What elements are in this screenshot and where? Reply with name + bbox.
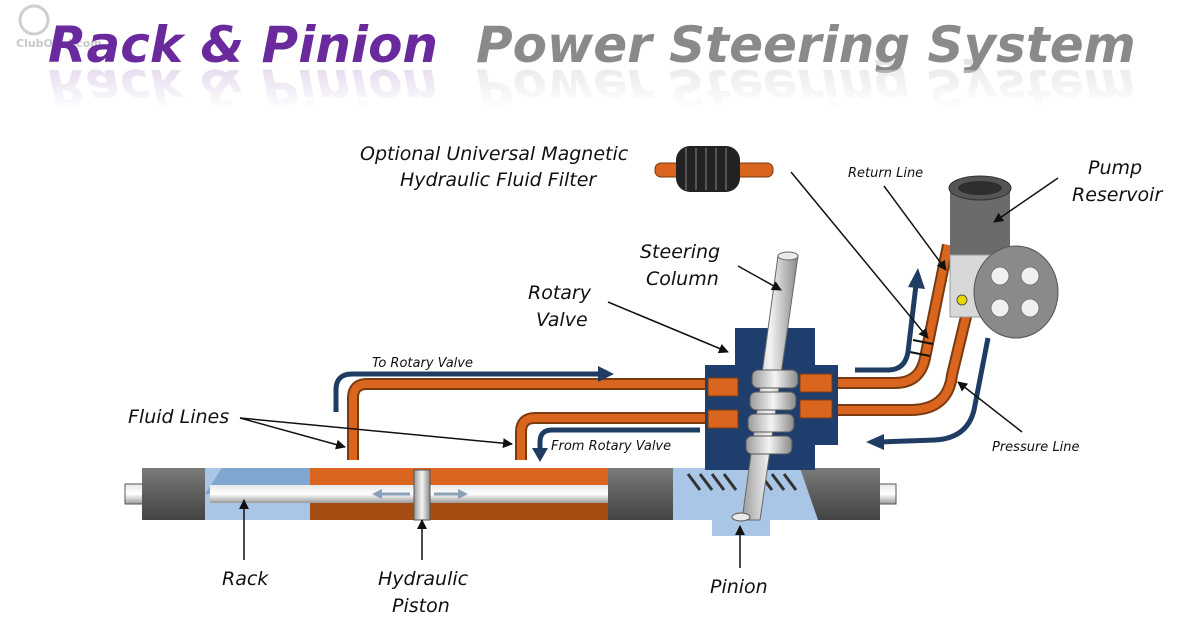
label-pump-line1: Pump [1088,157,1142,179]
label-rack: Rack [222,568,269,590]
steering-column [731,251,799,522]
watermark-text: ClubOpel.com [16,37,102,50]
leader-lines [239,171,1059,568]
flow-arrows [333,268,991,462]
label-pinion: Pinion [710,576,768,598]
label-to-rotary: To Rotary Valve [372,356,473,371]
label-rotary-line1: Rotary [528,282,592,304]
label-steering-line1: Steering [640,241,720,263]
pump-reservoir [948,175,1059,339]
pump-lines [820,243,976,416]
label-filter-line1: Optional Universal Magnetic [360,143,629,165]
label-return-line: Return Line [848,166,923,181]
label-piston-line1: Hydraulic [378,568,469,590]
to-rotary-arrow [333,371,600,412]
label-pressure-line: Pressure Line [992,440,1080,455]
label-piston-line2: Piston [392,595,450,617]
label-pump-line2: Reservoir [1072,184,1163,206]
label-filter-line2: Hydraulic Fluid Filter [400,169,597,191]
pressure-down-arrow [879,337,991,445]
rack-housing [124,468,897,536]
label-steering-line2: Column [646,268,719,290]
magnetic-filter [654,146,774,192]
watermark-logo: ClubOpel.com [16,4,102,50]
label-from-rotary: From Rotary Valve [551,439,671,454]
labels: Optional Universal Magnetic Hydraulic Fl… [128,143,1163,617]
from-rotary-arrow [537,427,700,450]
return-up-arrow [855,284,919,373]
hydraulic-piston [413,469,431,521]
label-fluid-lines: Fluid Lines [128,406,229,428]
title-part2: Power Steering System [476,16,1136,74]
fluid-lines [347,378,715,460]
title-part1: Rack & Pinion [48,16,438,74]
label-rotary-line2: Valve [536,309,588,331]
page-title: Rack & Pinion Power Steering System Rack… [40,16,1180,116]
